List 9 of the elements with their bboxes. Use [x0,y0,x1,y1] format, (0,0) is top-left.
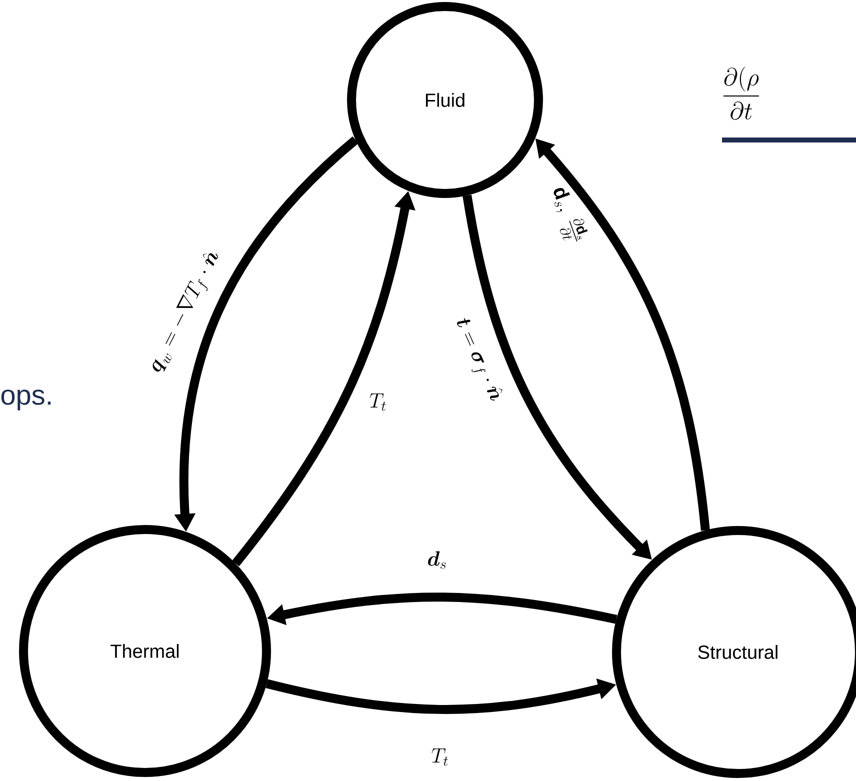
edge-label: $\mathbf{d}_s,\ \frac{\partial \mathbf{d}_s}{\partial t}$ [554,188,588,242]
edge-label: $T_t$ [370,393,386,411]
circle-node: Fluid [347,2,543,198]
formula: $\frac{\partial(\rho}{\partial t}$ [723,66,759,120]
text-fragment: ops. [1,390,51,410]
edge-label: $\boldsymbol{t} = \boldsymbol{\sigma}_f \cdot \hat{\boldsymbol{n}}$ [457,318,502,401]
circle-node: Thermal [19,525,271,777]
edge-label: $T_t$ [432,748,448,766]
edge-label: $\boldsymbol{d}_s$ [428,551,446,569]
